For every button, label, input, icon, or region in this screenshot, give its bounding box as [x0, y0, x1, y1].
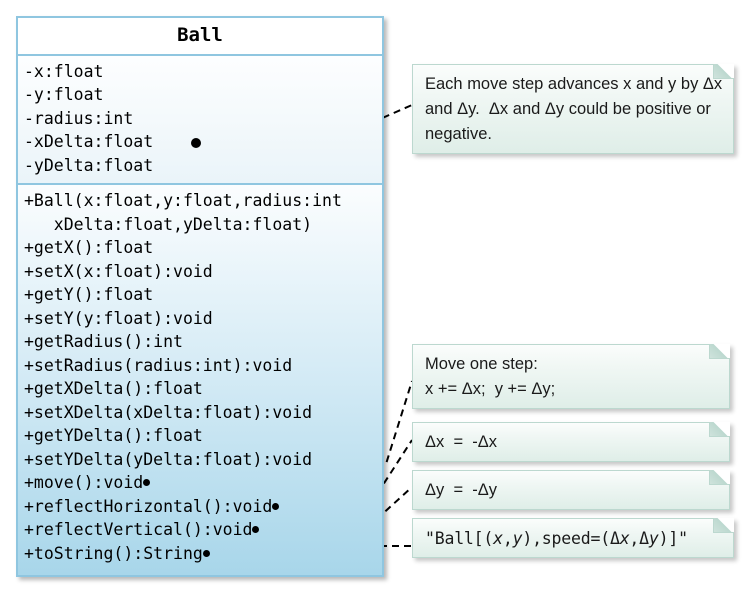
operation-reflecthorizontal: +reflectHorizontal():void	[18, 495, 382, 519]
note-fold-corner-icon	[709, 470, 730, 485]
operation-constructor-line1: +Ball(x:float,y:float,radius:int	[24, 191, 342, 211]
operation-move: +move():void	[18, 471, 382, 495]
operation-getradius: +getRadius():int	[24, 332, 183, 352]
note-fold-corner-icon	[709, 422, 730, 437]
note-reflect-horizontal[interactable]: Δx = -Δx	[412, 422, 730, 462]
uml-class-ball[interactable]: Ball -x:float -y:float -radius:int -xDel…	[16, 16, 384, 578]
note-move-line1: Move one step:	[425, 355, 538, 373]
note-move-line2: x += Δx; y += Δy;	[425, 380, 556, 398]
operation-setx: +setX(x:float):void	[24, 261, 213, 281]
anchor-dot-move-icon	[143, 479, 151, 487]
operation-setxdelta: +setXDelta(xDelta:float):void	[24, 402, 313, 422]
operation-setradius: +setRadius(radius:int):void	[24, 355, 293, 375]
note-tostring-x: x	[493, 529, 503, 548]
attribute-ydelta: -yDelta:float	[18, 154, 382, 178]
note-delta[interactable]: Each move step advances x and y by Δx an…	[412, 64, 734, 154]
note-reflect-vertical[interactable]: Δy = -Δy	[412, 470, 730, 510]
operation-gety: +getY():float	[24, 285, 154, 305]
anchor-dot-reflectvertical-icon	[252, 526, 260, 534]
note-tostring-mid2: ),speed=(Δ	[522, 529, 620, 548]
operation-reflectvertical-label: +reflectVertical():void	[24, 520, 253, 540]
note-move-text: Move one step: x += Δx; y += Δy;	[413, 345, 729, 408]
attribute-ydelta-label: -yDelta:float	[24, 155, 154, 175]
note-tostring-mid3: ,Δ	[629, 529, 649, 548]
operation-getydelta: +getYDelta():float	[24, 426, 203, 446]
note-fold-corner-icon	[713, 64, 734, 79]
note-tostring[interactable]: "Ball[(x,y),speed=(Δx,Δy)]"	[412, 518, 734, 558]
note-move[interactable]: Move one step: x += Δx; y += Δy;	[412, 344, 730, 409]
note-tostring-y2: y	[648, 529, 659, 548]
note-tostring-y: y	[512, 529, 523, 548]
note-tostring-x2: x	[619, 529, 630, 548]
note-fold-corner-icon	[709, 344, 730, 359]
operation-setydelta: +setYDelta(yDelta:float):void	[24, 449, 313, 469]
operation-sety: +setY(y:float):void	[24, 308, 213, 328]
note-tostring-text: "Ball[(x,y),speed=(Δx,Δy)]"	[413, 519, 733, 557]
operation-getxdelta: +getXDelta():float	[24, 379, 203, 399]
attribute-xdelta-label: -xDelta:float	[24, 132, 154, 152]
operation-move-label: +move():void	[24, 473, 144, 493]
class-attributes-compartment: -x:float -y:float -radius:int -xDelta:fl…	[18, 55, 382, 186]
anchor-dot-tostring-icon	[202, 549, 210, 557]
note-tostring-mid1: ,	[502, 529, 513, 548]
attribute-y: -y:float	[24, 85, 104, 105]
attribute-radius: -radius:int	[24, 108, 134, 128]
operation-tostring: +toString():String	[18, 542, 382, 566]
note-reflect-horizontal-text: Δx = -Δx	[425, 433, 498, 451]
operation-reflecthorizontal-label: +reflectHorizontal():void	[24, 496, 273, 516]
operation-tostring-label: +toString():String	[24, 543, 203, 563]
attribute-xdelta: -xDelta:float	[18, 130, 382, 154]
operation-reflectvertical: +reflectVertical():void	[18, 518, 382, 542]
operation-constructor-line2: xDelta:float,yDelta:float)	[24, 214, 313, 234]
class-name: Ball	[18, 18, 382, 56]
attribute-x: -x:float	[24, 61, 104, 81]
note-tostring-suffix: )]"	[658, 529, 688, 548]
note-delta-text: Each move step advances x and y by Δx an…	[425, 75, 727, 143]
note-tostring-prefix: "Ball[(	[425, 529, 494, 548]
anchor-dot-reflecthorizontal-icon	[272, 502, 280, 510]
class-operations-compartment: +Ball(x:float,y:float,radius:int xDelta:…	[18, 185, 382, 576]
note-reflect-vertical-text: Δy = -Δy	[425, 481, 498, 499]
operation-getx: +getX():float	[24, 238, 154, 258]
note-fold-corner-icon	[713, 518, 734, 533]
